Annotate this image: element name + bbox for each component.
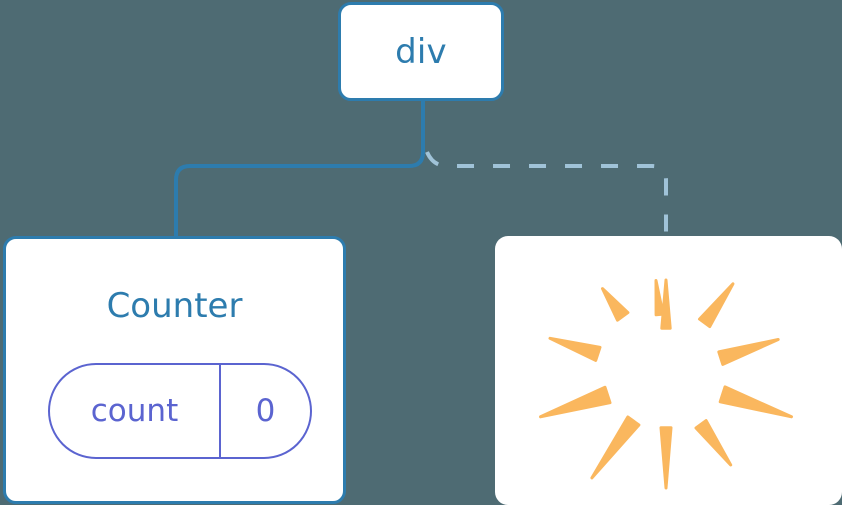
state-value: 0 xyxy=(255,392,276,429)
node-div[interactable]: div xyxy=(338,2,504,101)
edge-div-burst xyxy=(425,151,668,237)
sparkle-ray-2 xyxy=(717,338,780,366)
node-counter[interactable]: Counter count 0 xyxy=(3,236,346,504)
state-key: count xyxy=(90,392,179,429)
sparkle-ray-10 xyxy=(654,279,665,317)
sparkle-ray-6 xyxy=(590,415,641,480)
sparkle-ray-0 xyxy=(660,278,672,330)
node-div-label: div xyxy=(395,31,447,72)
sparkle-ray-7 xyxy=(539,385,612,419)
sparkle-ray-3 xyxy=(718,385,793,419)
state-pill-divider xyxy=(219,365,221,457)
sparkle-ray-5 xyxy=(659,426,673,490)
sparkle-ray-4 xyxy=(694,419,733,467)
sparkle-rays xyxy=(539,278,793,490)
edge-div-counter xyxy=(174,99,425,239)
node-burst[interactable] xyxy=(495,236,842,505)
sparkle-burst-icon xyxy=(539,278,793,490)
sparkle-ray-8 xyxy=(548,336,602,362)
state-pill-count[interactable]: count 0 xyxy=(48,363,312,459)
node-counter-label: Counter xyxy=(106,286,243,326)
sparkle-ray-9 xyxy=(601,287,630,322)
sparkle-ray-1 xyxy=(698,282,735,329)
